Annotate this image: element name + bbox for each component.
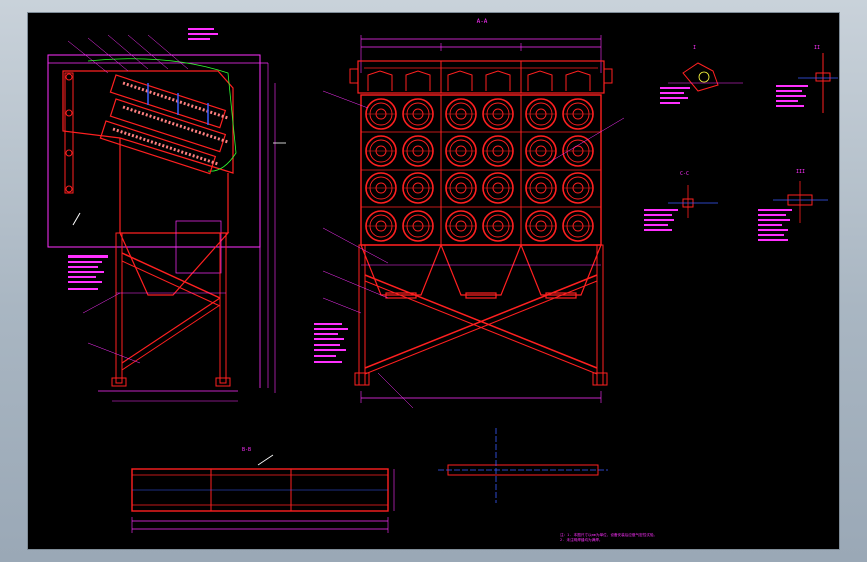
drawing-sheet: A-A bbox=[28, 13, 839, 549]
detail-title-1: I bbox=[693, 45, 696, 51]
notes: 注：1. 本图尺寸以mm为单位，设备安装后应做气密性试验。 2. 未注明焊缝均为… bbox=[560, 532, 657, 542]
front-view: A-A bbox=[314, 18, 625, 409]
section-bb: B-B bbox=[131, 447, 395, 533]
cad-drawing: A-A bbox=[47, 18, 838, 542]
plenum-compartments bbox=[367, 70, 591, 91]
notes-line-2: 2. 未注明焊缝均为满焊。 bbox=[560, 537, 602, 542]
plate-view bbox=[438, 428, 608, 503]
detail-title-2: II bbox=[814, 45, 820, 51]
hoppers bbox=[360, 244, 602, 299]
detail-views: I II C-C III bbox=[644, 45, 838, 241]
filter-tube-grid bbox=[365, 98, 594, 242]
notes-line-1: 注：1. 本图尺寸以mm为单位，设备安装后应做气密性试验。 bbox=[560, 532, 657, 537]
detail-title-3: III bbox=[796, 169, 805, 175]
filter-tubes-side bbox=[99, 74, 229, 175]
side-view bbox=[47, 28, 286, 402]
section-view-title: B-B bbox=[242, 447, 251, 453]
section-title-2: C-C bbox=[680, 171, 689, 177]
front-view-title: A-A bbox=[477, 18, 488, 25]
